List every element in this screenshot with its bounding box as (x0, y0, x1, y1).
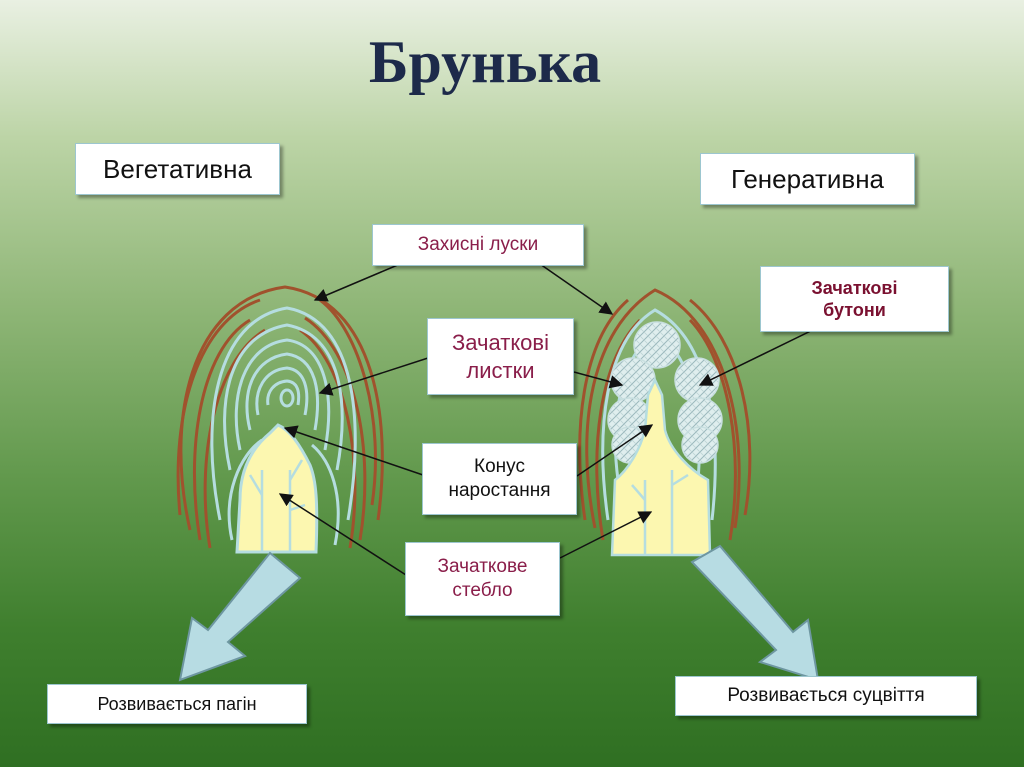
arrow-buds-to-generative (698, 323, 826, 386)
develops-shoot-label: Розвивається пагін (47, 684, 307, 724)
stem-primordium-label: Зачаткове стебло (405, 542, 560, 616)
vegetative-protective-scales (176, 285, 384, 549)
leaf-primordia-text-1: Зачаткові (451, 330, 549, 355)
develops-inflorescence-arrow (690, 544, 820, 682)
vegetative-stem-veins (248, 459, 306, 552)
arrow-scales-to-generative (539, 263, 614, 315)
develops-inflorescence-label: Розвивається суцвіття (675, 676, 977, 716)
page-title: Брунька (368, 29, 602, 95)
flower-buds-label: Зачаткові бутони (760, 266, 949, 332)
develops-shoot-arrow (178, 551, 302, 682)
vegetative-text: Вегетативна (103, 153, 252, 184)
generative-bud (578, 288, 752, 557)
vegetative-bud (176, 285, 384, 554)
arrow-stem-to-generative (559, 511, 653, 559)
develops-shoot-text: Розвивається пагін (97, 693, 257, 714)
stem-primordium-text-2: стебло (452, 580, 513, 601)
growth-cone-label: Конус наростання (422, 443, 577, 515)
arrow-leaves-to-vegetative (318, 357, 429, 396)
vegetative-growth-cone (235, 423, 319, 554)
arrow-scales-to-vegetative (313, 263, 401, 302)
arrow-stem-to-vegetative (278, 493, 407, 576)
flower-buds-text-1: Зачаткові (811, 277, 898, 298)
flower-buds-text-2: бутони (823, 300, 886, 320)
growth-cone-text-1: Конус (474, 456, 525, 478)
develops-inflorescence-text: Розвивається суцвіття (727, 685, 925, 707)
pointer-arrows (278, 263, 826, 576)
growth-cone-text-2: наростання (448, 480, 551, 501)
stem-primordium-text-1: Зачаткове (437, 556, 528, 578)
arrow-cone-to-vegetative (283, 425, 424, 476)
generative-label: Генеративна (700, 153, 915, 205)
generative-text: Генеративна (730, 163, 885, 194)
generative-growth-cone (610, 377, 712, 557)
arrow-leaves-to-generative (573, 371, 624, 389)
vegetative-leaf-primordia (210, 306, 357, 546)
vegetative-label: Вегетативна (75, 143, 280, 195)
leaf-primordia-text-2: листки (466, 357, 535, 383)
arrow-cone-to-generative (576, 424, 654, 477)
leaf-primordia-label: Зачаткові листки (427, 318, 574, 395)
protective-scales-label: Захисні луски (372, 224, 584, 266)
protective-scales-text: Захисні луски (417, 234, 539, 256)
